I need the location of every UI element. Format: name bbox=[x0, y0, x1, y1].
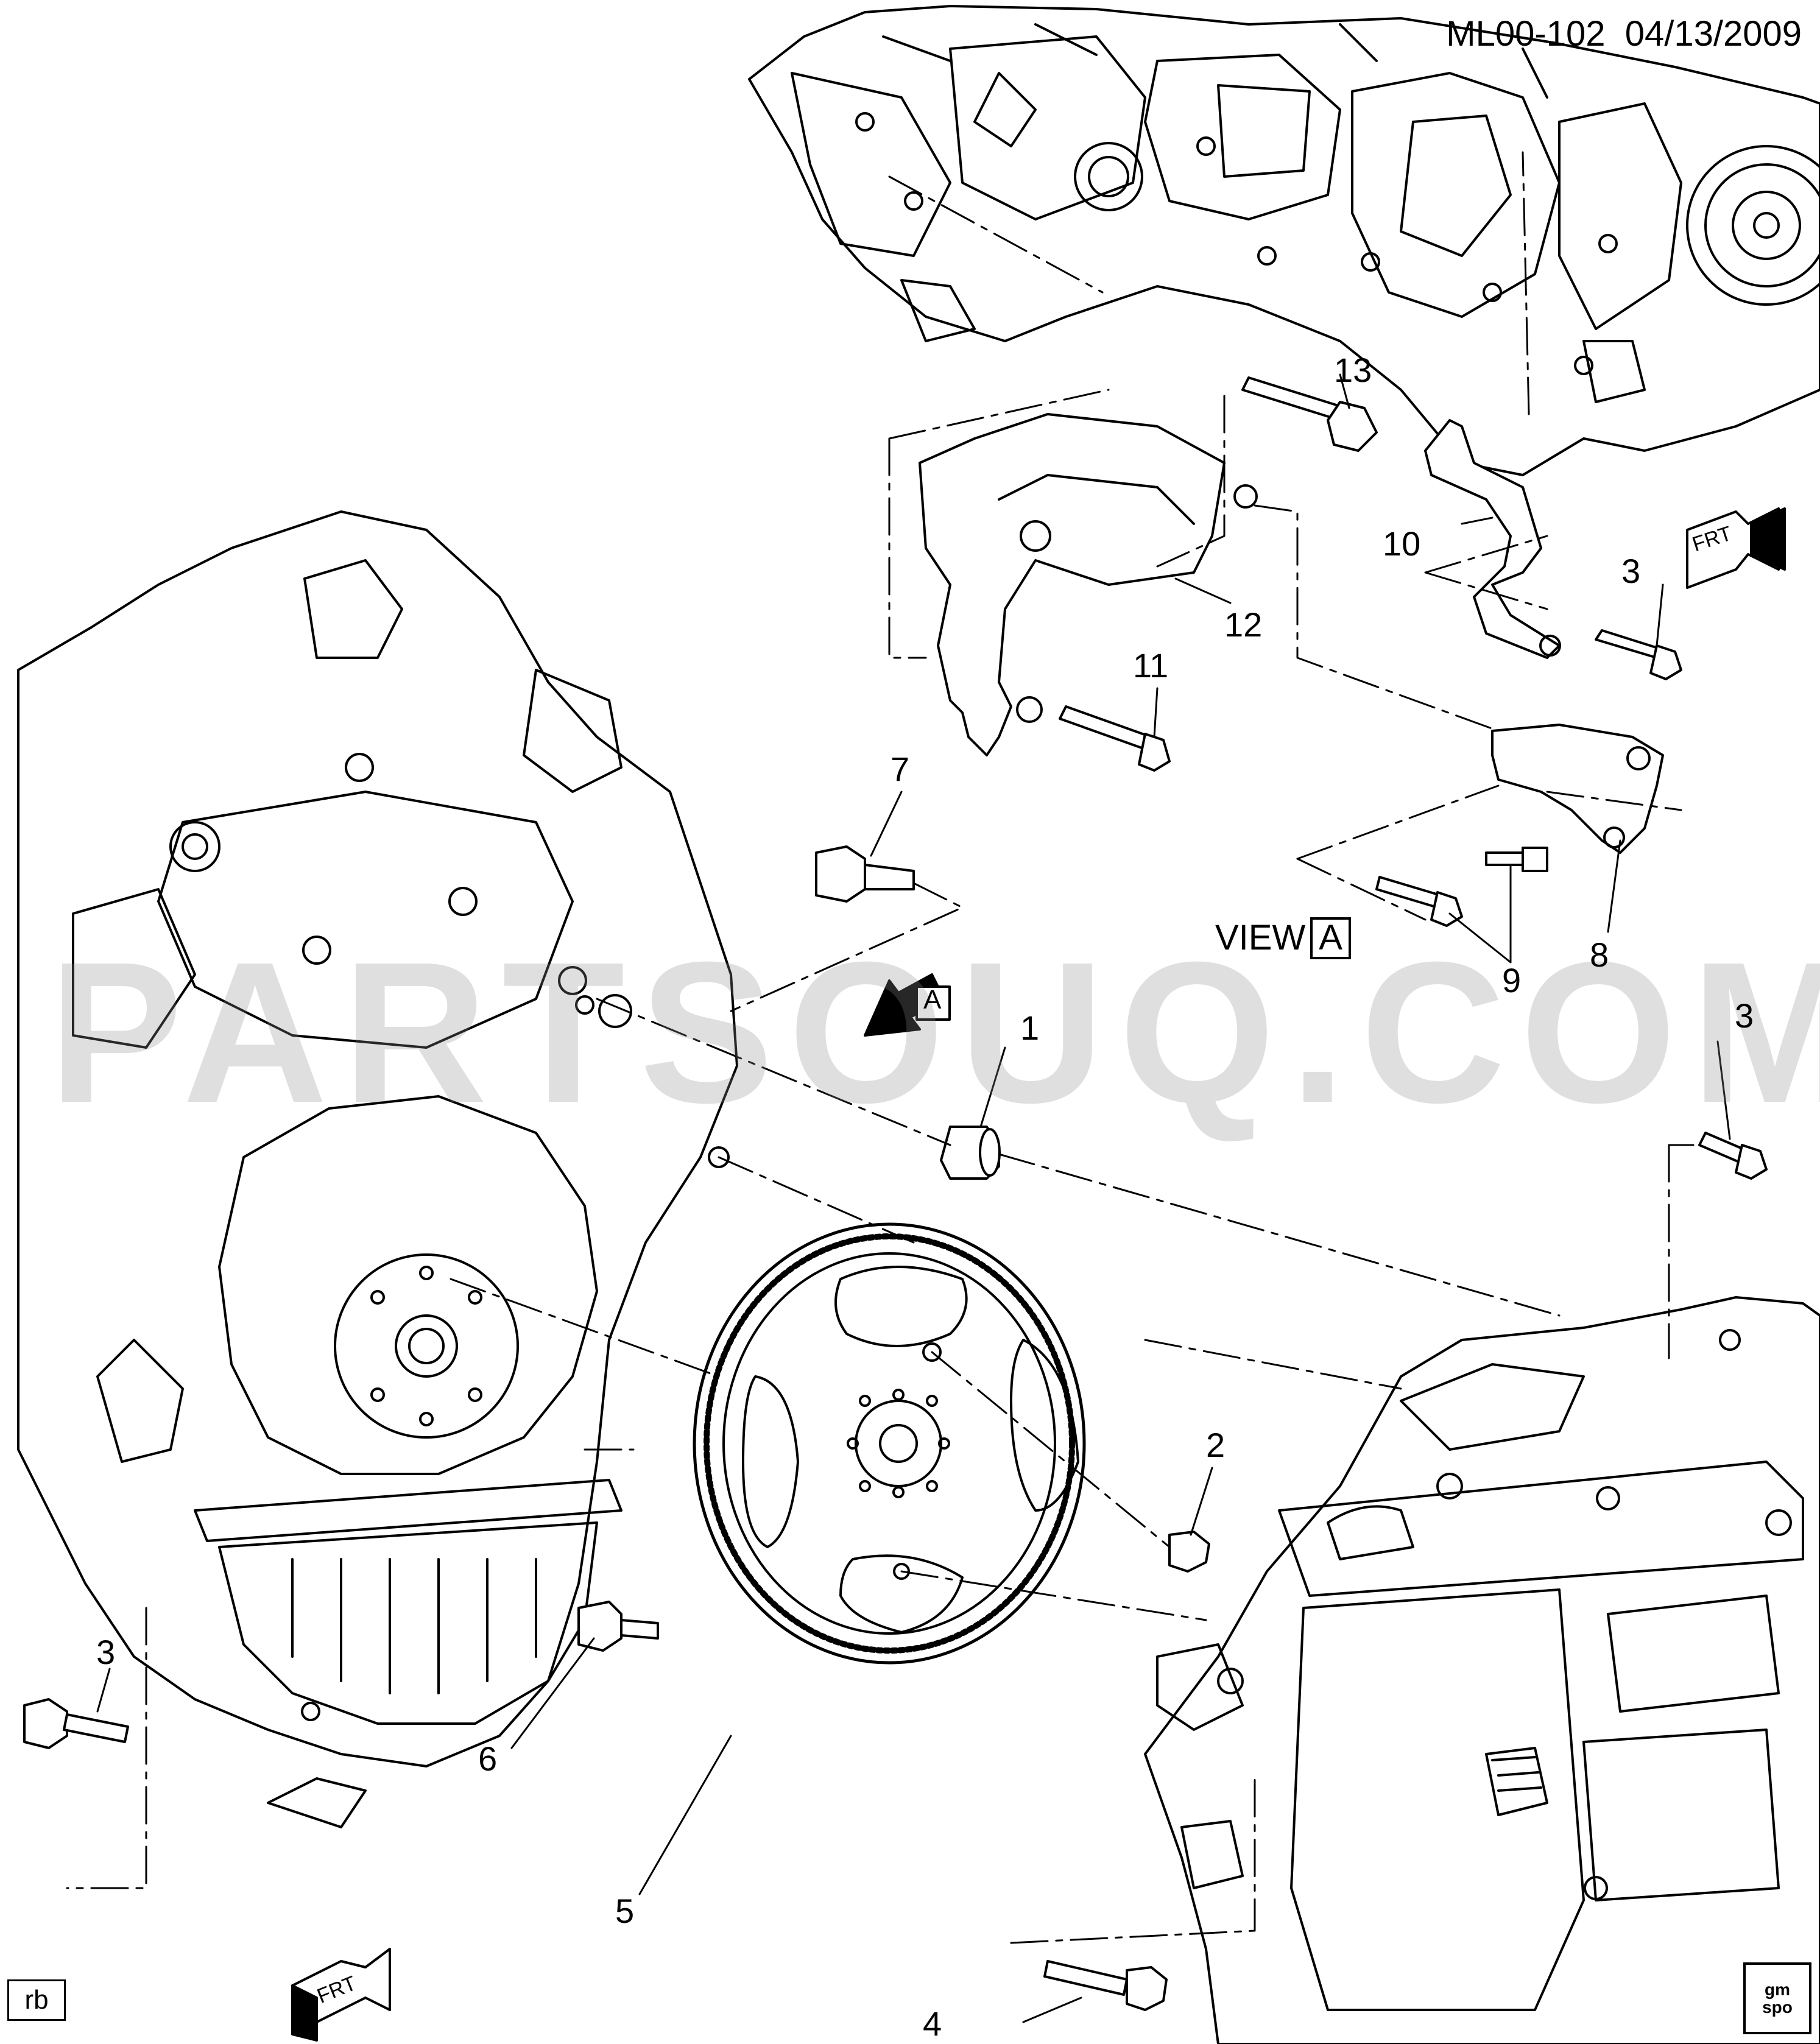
diagram-header: ML00-102 04/13/2009 bbox=[1446, 13, 1802, 54]
callout-12[interactable]: 12 bbox=[1224, 605, 1263, 644]
assembly-lines bbox=[66, 151, 1695, 1944]
callout-9[interactable]: 9 bbox=[1502, 961, 1522, 999]
diagram-code: ML00-102 bbox=[1446, 14, 1606, 54]
view-letter-box: A bbox=[1310, 917, 1351, 959]
watermark: PARTSOUQ.COM bbox=[49, 920, 1820, 1144]
callout-1[interactable]: 1 bbox=[1020, 1009, 1040, 1047]
bolts-bottom bbox=[23, 1531, 1210, 2011]
corner-tag: rb bbox=[7, 1979, 66, 2021]
arrow-letter: A bbox=[923, 985, 942, 1015]
logo-line-2: spo bbox=[1762, 1998, 1793, 2017]
transmission-case bbox=[1144, 1296, 1820, 2044]
view-label-text: VIEW bbox=[1215, 918, 1306, 957]
callout-13[interactable]: 13 bbox=[1334, 351, 1372, 389]
callout-3-top[interactable]: 3 bbox=[1621, 552, 1641, 590]
callout-4[interactable]: 4 bbox=[923, 2004, 942, 2043]
callout-8[interactable]: 8 bbox=[1590, 936, 1609, 974]
callout-6[interactable]: 6 bbox=[478, 1739, 498, 1778]
view-a-arrow bbox=[864, 973, 951, 1037]
dowel-sleeve bbox=[940, 1126, 1001, 1180]
callout-5[interactable]: 5 bbox=[615, 1892, 635, 1930]
bolts-top bbox=[815, 376, 1768, 1180]
callout-3-right[interactable]: 3 bbox=[1735, 996, 1754, 1035]
view-a-bracket bbox=[1491, 724, 1664, 854]
callout-7[interactable]: 7 bbox=[891, 750, 910, 788]
callout-3-left[interactable]: 3 bbox=[96, 1633, 116, 1671]
diagram-date: 04/13/2009 bbox=[1624, 14, 1802, 54]
callout-11[interactable]: 11 bbox=[1133, 646, 1169, 685]
frt-arrow-top bbox=[1686, 507, 1786, 589]
frt-arrow-bottom bbox=[291, 1948, 391, 2042]
leader-lines bbox=[96, 373, 1731, 2023]
gm-spo-logo: gm spo bbox=[1743, 1962, 1811, 2034]
flexplate bbox=[693, 1222, 1086, 1665]
callout-10[interactable]: 10 bbox=[1383, 524, 1421, 563]
brace-part bbox=[1424, 419, 1561, 659]
left-engine-block bbox=[17, 510, 738, 1828]
engine-mount-bracket bbox=[919, 413, 1258, 756]
upper-engine-assembly bbox=[748, 5, 1820, 476]
callout-2[interactable]: 2 bbox=[1206, 1426, 1226, 1464]
logo-line-1: gm bbox=[1765, 1979, 1790, 1999]
